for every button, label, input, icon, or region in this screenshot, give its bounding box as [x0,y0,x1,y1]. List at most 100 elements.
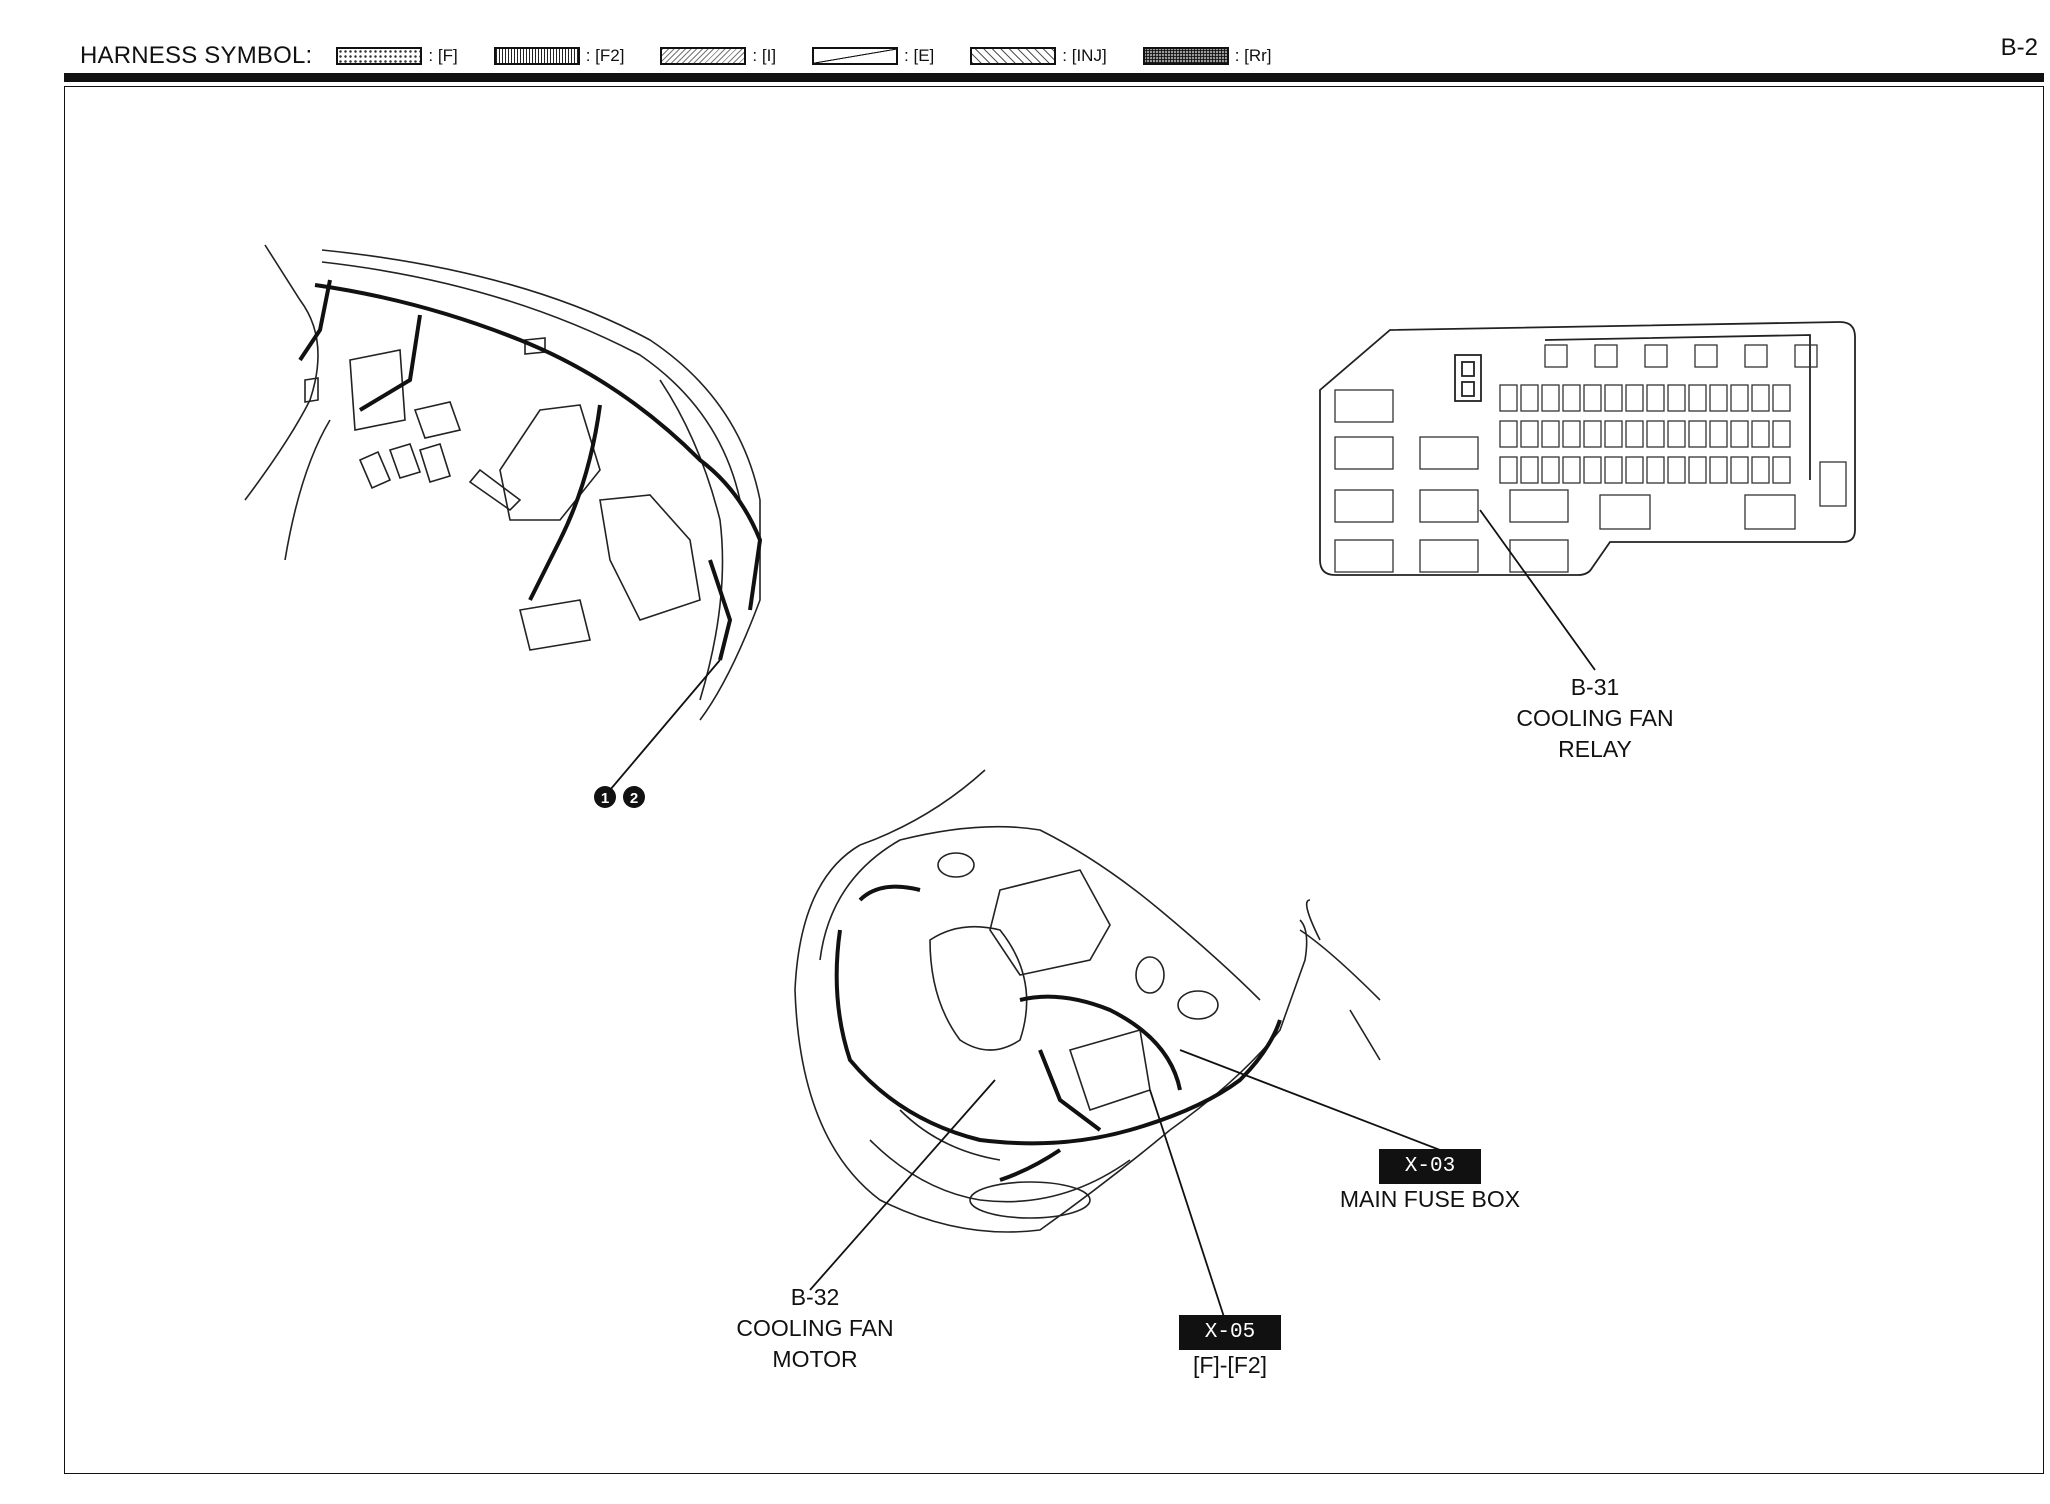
top-relay-cell [1794,344,1818,368]
fuse-cell [1604,420,1623,448]
fuse-cell [1709,384,1728,412]
instrument-panel-harness [298,279,763,661]
top-relay-cell [1744,344,1768,368]
page-code: B-2 [2000,34,2038,61]
legend-label-f: : [F] [428,46,458,65]
fuse-cell [1751,420,1770,448]
fuse-cell [1709,420,1728,448]
relay-cell [1599,494,1651,530]
x05-callout: X-05 [F]-[F2] [1130,1314,1330,1381]
x05-desc: [F]-[F2] [1192,1352,1268,1378]
fuse-cell [1646,384,1665,412]
fuse-cell [1730,456,1749,484]
fuse-cell [1730,384,1749,412]
b31-code: B-31 [1570,674,1620,700]
relay-cell [1419,436,1479,470]
fuse-cell [1583,456,1602,484]
fuse-cell [1562,420,1581,448]
fuse-cell [1772,456,1791,484]
fuse-cell [1667,384,1686,412]
fuse-cell [1751,384,1770,412]
relay-box-view [1319,321,1856,576]
fuse-cell [1730,420,1749,448]
fuse-cell [1667,456,1686,484]
x03-leader-line [1179,1049,1441,1151]
fuse-cell [1772,384,1791,412]
fuse-cell [1688,456,1707,484]
marker-2-icon: 2 [623,786,645,808]
fuse-cell [1541,456,1560,484]
relay-cell [1419,539,1479,573]
engine-bay-harness [834,884,1282,1182]
fuse-cell [1625,420,1644,448]
fuse-cell [1751,456,1770,484]
fuse-cell [1625,456,1644,484]
x03-callout: X-03 MAIN FUSE BOX [1300,1148,1560,1215]
x03-desc: MAIN FUSE BOX [1339,1186,1521,1212]
x03-tag: X-03 [1378,1149,1482,1184]
b31-leader-line [1479,509,1596,671]
b32-line2: MOTOR [772,1346,858,1372]
b32-callout: B-32 COOLING FAN MOTOR [700,1282,930,1375]
fuse-cell [1646,456,1665,484]
relay-cell [1744,494,1796,530]
legend-label-e: : [E] [904,46,935,65]
top-relay-cell [1694,344,1718,368]
b31-line2: RELAY [1558,736,1632,762]
fuse-cell [1520,456,1539,484]
b32-line1: COOLING FAN [736,1315,894,1341]
marker-1-icon: 1 [594,786,616,808]
harness-legend: HARNESS SYMBOL: : [F] : [F2] : [I] : [E]… [80,36,2040,76]
marker-leader-line [609,659,721,791]
relay-cell [1819,461,1847,507]
pattern-i-swatch [660,47,747,65]
legend-item-inj: : [INJ] [970,46,1107,66]
marker-2-label: 2 [630,790,638,807]
fuse-cell [1604,456,1623,484]
legend-item-rr: : [Rr] [1142,46,1272,66]
legend-label-f2: : [F2] [585,46,625,65]
legend-title: HARNESS SYMBOL: [80,42,313,69]
fuse-cell [1772,420,1791,448]
fuse-cell [1562,456,1581,484]
header-rule [64,73,2044,82]
fuse-cell [1541,420,1560,448]
relay-cell [1334,539,1394,573]
fuse-cell [1499,384,1518,412]
pattern-inj-swatch [970,47,1057,65]
fuse-cell [1667,420,1686,448]
top-relay-cell [1544,344,1568,368]
b31-callout: B-31 COOLING FAN RELAY [1480,672,1710,765]
fuse-cell [1541,384,1560,412]
b32-leader-line [809,1079,996,1291]
top-relay-cell [1594,344,1618,368]
pattern-f-swatch [336,47,423,65]
pattern-e-swatch [812,47,899,65]
relay-cell [1509,539,1569,573]
legend-label-inj: : [INJ] [1062,46,1107,65]
x05-leader-line [1149,1089,1226,1321]
fuse-cell [1688,384,1707,412]
fuse-cell [1562,384,1581,412]
marker-1-label: 1 [601,790,609,807]
engine-bay-view [794,769,1381,1233]
legend-item-i: : [I] [660,46,776,66]
legend-item-f: : [F] [336,46,458,66]
fuse-cell [1688,420,1707,448]
fuse-cell [1499,420,1518,448]
fuse-cell [1499,456,1518,484]
fuse-cell [1583,384,1602,412]
relay-cell [1334,436,1394,470]
pattern-f2-swatch [493,47,580,65]
fuse-cell [1625,384,1644,412]
legend-label-rr: : [Rr] [1234,46,1272,65]
relay-cell [1419,489,1479,523]
fuse-cell [1520,420,1539,448]
fuse-cell [1646,420,1665,448]
legend-item-f2: : [F2] [493,46,625,66]
fuse-cell [1604,384,1623,412]
legend-label-i: : [I] [752,46,777,65]
relay-cell [1509,489,1569,523]
diagram-frame [64,86,2044,1474]
